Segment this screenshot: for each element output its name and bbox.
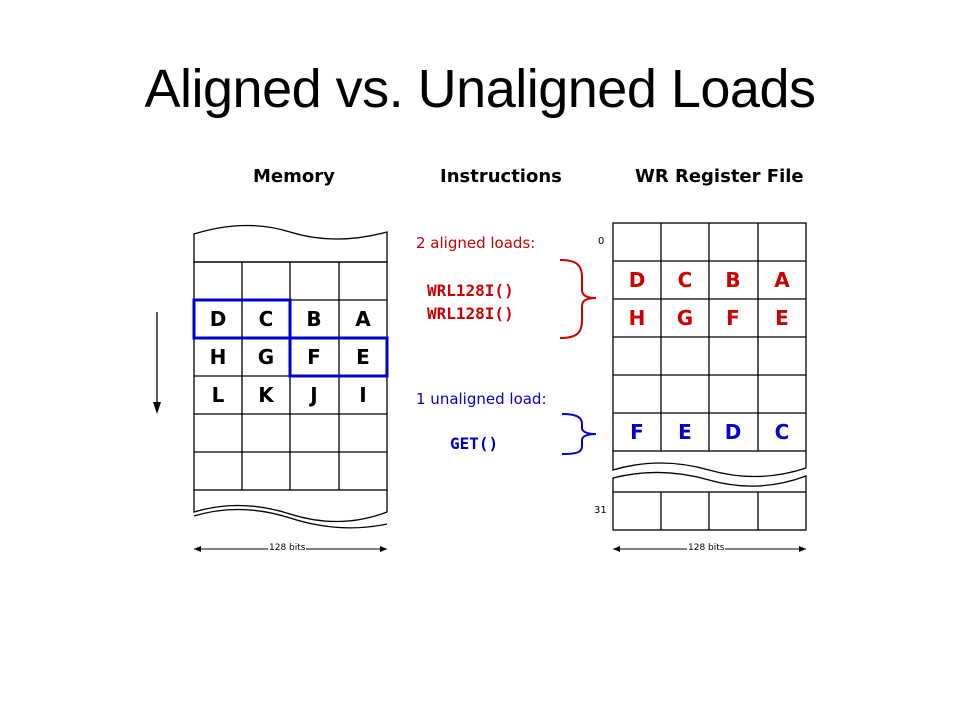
- register-cell: D: [628, 268, 646, 292]
- memory-cell: H: [209, 345, 227, 369]
- register-index-last: 31: [594, 505, 607, 516]
- register-cell: E: [775, 306, 789, 330]
- register-grid-cols: [660, 223, 759, 451]
- memory-cell: E: [356, 345, 370, 369]
- memory-width-label: 128 bits: [268, 543, 307, 553]
- memory-cell: K: [258, 383, 274, 407]
- memory-cell: C: [258, 307, 274, 331]
- memory-cell: G: [257, 345, 275, 369]
- instructions-header: Instructions: [440, 166, 562, 187]
- aligned-load-instruction: WRL128I(): [427, 281, 514, 300]
- memory-cell: J: [310, 383, 318, 407]
- register-cell: G: [676, 306, 694, 330]
- register-cell: H: [628, 306, 646, 330]
- memory-header: Memory: [253, 166, 335, 187]
- memory-cell: I: [359, 383, 367, 407]
- register-cell: F: [726, 306, 740, 330]
- memory-cell: D: [209, 307, 227, 331]
- register-cell: F: [630, 420, 644, 444]
- register-break-top: [612, 451, 807, 478]
- register-cell: C: [677, 268, 693, 292]
- register-break-bottom: [612, 471, 807, 492]
- memory-wavy-top: [193, 224, 388, 263]
- aligned-loads-label: 2 aligned loads:: [416, 234, 536, 252]
- aligned-brace: [559, 259, 597, 339]
- register-cell: D: [724, 420, 742, 444]
- unaligned-load-label: 1 unaligned load:: [416, 390, 547, 408]
- unaligned-load-instruction: GET(): [450, 434, 499, 453]
- register-cell: B: [725, 268, 741, 292]
- memory-cell: A: [355, 307, 371, 331]
- unaligned-brace: [561, 413, 597, 455]
- register-cell: C: [774, 420, 790, 444]
- memory-cell: F: [307, 345, 321, 369]
- register-width-label: 128 bits: [687, 543, 726, 553]
- slide-title: Aligned vs. Unaligned Loads: [144, 59, 816, 119]
- memory-cell: L: [211, 383, 225, 407]
- aligned-load-instruction: WRL128I(): [427, 304, 514, 323]
- memory-cell: B: [306, 307, 322, 331]
- register-index-first: 0: [598, 236, 605, 247]
- register-cell: A: [774, 268, 790, 292]
- register-cell: E: [678, 420, 692, 444]
- register-file-header: WR Register File: [635, 166, 804, 187]
- memory-wavy-bottom: [193, 490, 388, 523]
- unaligned-region-outline: [192, 298, 389, 378]
